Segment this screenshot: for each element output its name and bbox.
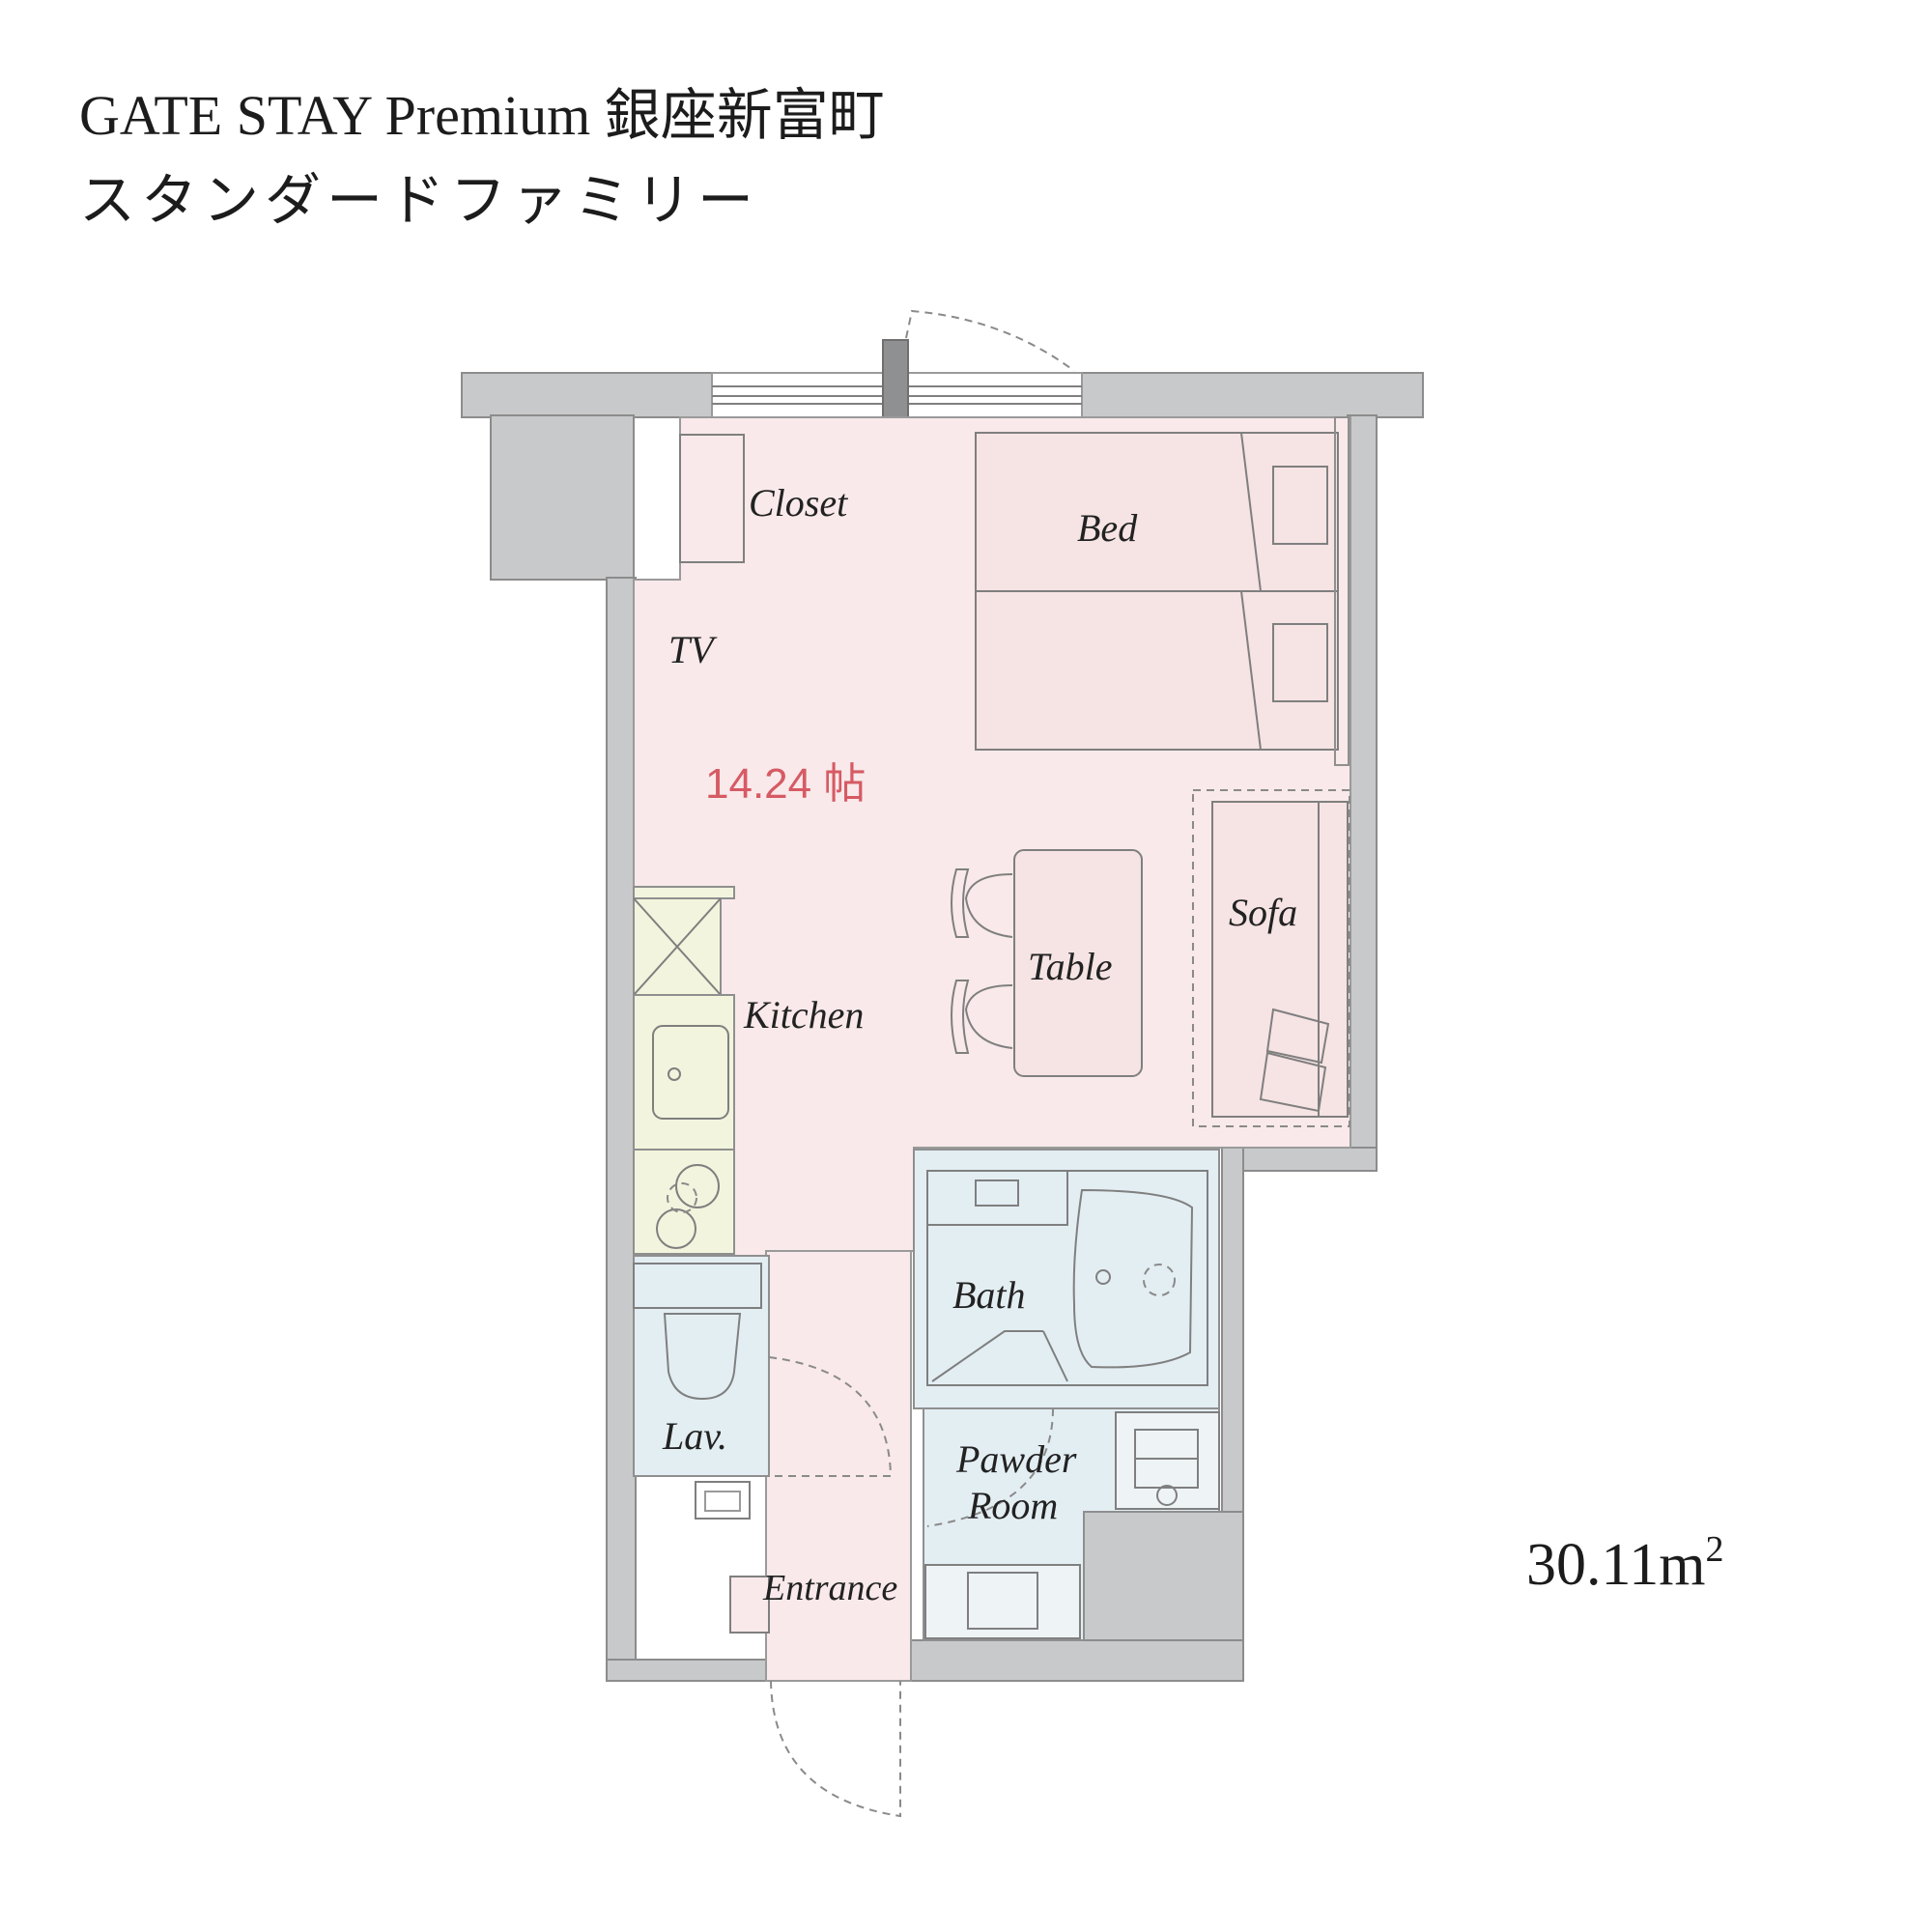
label-lav: Lav. xyxy=(662,1414,727,1458)
pillow-2 xyxy=(1272,623,1328,702)
label-entrance: Entrance xyxy=(762,1568,897,1608)
room-type-title: スタンダードファミリー xyxy=(79,169,760,232)
kitchen-unit xyxy=(633,886,735,1255)
entrance-hall xyxy=(765,1250,912,1682)
property-title: GATE STAY Premium 銀座新富町 xyxy=(79,84,885,147)
walls xyxy=(461,372,1424,1682)
sofa xyxy=(1192,789,1350,1127)
wall-bottom-right xyxy=(902,1639,1244,1682)
beds xyxy=(975,416,1350,766)
label-kitchen: Kitchen xyxy=(743,993,864,1037)
bed-1 xyxy=(975,432,1339,592)
total-area: 30.11m2 xyxy=(1526,1529,1723,1598)
label-powder-line1: Pawder xyxy=(955,1437,1077,1481)
pillow-1 xyxy=(1272,466,1328,545)
label-sofa: Sofa xyxy=(1229,891,1297,934)
dining-table xyxy=(951,849,1143,1077)
label-closet: Closet xyxy=(749,481,848,525)
label-tv: TV xyxy=(668,628,718,671)
wall-upper-left-block xyxy=(490,414,635,581)
total-area-unit-superscript: 2 xyxy=(1705,1529,1723,1570)
tatami-size: 14.24 帖 xyxy=(705,760,866,808)
balcony-door xyxy=(882,309,1075,426)
closet-box xyxy=(679,434,745,563)
wall-right-step xyxy=(1221,1147,1378,1172)
label-powder-line2: Room xyxy=(967,1484,1058,1527)
label-bed: Bed xyxy=(1077,506,1138,550)
lavatory xyxy=(633,1255,893,1520)
label-table: Table xyxy=(1028,945,1112,988)
total-area-value: 30.11m xyxy=(1526,1532,1705,1598)
entrance xyxy=(729,1576,901,1818)
wall-right-upper xyxy=(1347,414,1378,1172)
powder-room xyxy=(923,1407,1220,1641)
bed-2 xyxy=(975,590,1339,751)
bathroom xyxy=(913,1149,1220,1409)
wall-left xyxy=(606,577,637,1682)
wall-bottom-left xyxy=(606,1659,770,1682)
label-bath: Bath xyxy=(952,1273,1026,1317)
